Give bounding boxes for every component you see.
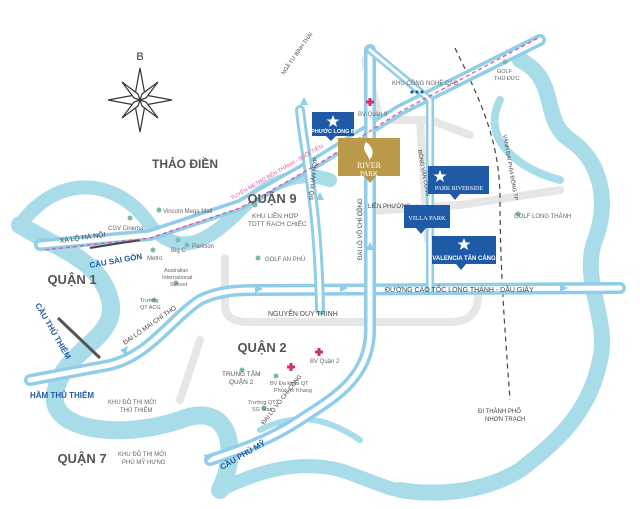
label-vanh-dai: VÀNH ĐAI PHÍA ĐÔNG TP xyxy=(501,134,520,201)
dot-bigc xyxy=(175,237,181,243)
marker-valencia[interactable]: VALENCIA TÂN CẢNG xyxy=(432,236,496,270)
label-nguyen-duy-trinh: NGUYỄN DUY TRINH xyxy=(268,309,338,318)
main-roads xyxy=(24,34,626,466)
label-metro: Metro xyxy=(147,256,163,262)
star-icon xyxy=(433,170,447,182)
label-lien-phuong: LIÊN PHƯỜNG xyxy=(368,202,411,210)
district-thao-dien: THẢO ĐIỀN xyxy=(152,156,218,171)
river-park-label-1: RIVER xyxy=(357,161,382,170)
river-network xyxy=(11,52,611,501)
road-vo-chi-cong xyxy=(204,44,376,466)
label-bv-quan9: BV Quận 9 xyxy=(358,112,388,118)
label-nga-tu-binh-thai: NGÃ TƯ BÌNH THÁI xyxy=(280,31,315,76)
river-saigon xyxy=(11,216,239,499)
district-quan2: QUẬN 2 xyxy=(237,340,286,355)
hospital-icons xyxy=(287,98,374,371)
road-lien-phuong xyxy=(356,186,564,216)
district-quan7: QUẬN 7 xyxy=(57,451,106,466)
label-khu-cnc: KHU CÔNG NGHỆ CAO xyxy=(392,79,458,87)
river-park-leaf-icon xyxy=(364,142,373,160)
district-quan1: QUẬN 1 xyxy=(47,272,96,287)
label-do-xuan-hop: ĐỖ XUÂN HỢP xyxy=(308,157,319,200)
place-labels: CGV Cinema Vincom Mega Mall Metro Big C … xyxy=(108,69,571,466)
marker-villa-park[interactable]: VILLA PARK xyxy=(404,205,450,234)
river-south xyxy=(213,459,407,497)
label-golf-long-thanh: GOLF LONG THÀNH xyxy=(514,213,571,220)
label-cau-sai-gon: CẦU SÀI GÒN xyxy=(89,251,143,270)
star-icon xyxy=(457,238,471,250)
dot-cgv xyxy=(127,215,133,221)
label-cgv: CGV Cinema xyxy=(108,226,144,232)
road-nguyen-duy-trinh xyxy=(221,254,482,326)
compass: B xyxy=(107,51,173,133)
label-bv-quan2: BV Quận 2 xyxy=(310,359,340,365)
place-dots xyxy=(127,59,521,411)
dot-parkson xyxy=(184,242,190,248)
hospital-icon-q9 xyxy=(366,98,374,106)
dot-golf-long-thanh xyxy=(515,211,521,217)
river-q9-inner xyxy=(490,96,564,184)
dot-metro xyxy=(150,247,156,253)
river-dong-nai xyxy=(392,52,611,501)
cau-sai-gon-line xyxy=(89,239,141,249)
label-vincom: Vincom Mega Mall xyxy=(163,209,212,215)
marker-river-park[interactable]: RIVER PARK xyxy=(338,138,400,183)
hospital-icon-pak xyxy=(287,363,295,371)
dot-vincom xyxy=(156,207,162,213)
label-bigc: Big C xyxy=(171,248,186,254)
label-golf-an-phu: GOLF AN PHÚ xyxy=(265,256,305,263)
label-dai-lo-vo-chi-cong: ĐẠI LỘ VÕ CHÍ CÔNG xyxy=(357,198,364,260)
dot-lien-hop xyxy=(252,202,258,208)
park-riverside-label: PARK RIVERSIDE xyxy=(435,186,484,192)
district-labels: THẢO ĐIỀN QUẬN 9 QUẬN 1 QUẬN 2 QUẬN 7 xyxy=(47,156,296,466)
district-quan9: QUẬN 9 xyxy=(247,191,296,206)
dot-ais xyxy=(173,280,179,286)
dot-phuc-an-khang xyxy=(273,373,279,379)
label-parkson: Parkson xyxy=(192,244,214,250)
cau-thu-thiem-line xyxy=(56,316,102,360)
label-cau-thu-thiem: CẦU THỦ THIÊM xyxy=(33,301,73,361)
valencia-label: VALENCIA TÂN CẢNG xyxy=(432,255,496,262)
marker-park-riverside[interactable]: PARK RIVERSIDE xyxy=(428,166,489,200)
label-cao-toc: ĐƯỜNG CAO TỐC LONG THÀNH - DẦU GIÂY xyxy=(385,284,534,294)
road-q2-inner xyxy=(176,336,204,404)
dot-qt-acg xyxy=(151,297,157,303)
dot-golf-thu-duc xyxy=(502,59,508,65)
river-q2-inner xyxy=(257,416,363,443)
dot-golf-an-phu xyxy=(255,255,261,261)
marker-phuoc-long-b[interactable]: PHƯỚC LONG B xyxy=(311,112,355,141)
star-icon xyxy=(326,115,340,127)
compass-north-label: B xyxy=(136,51,143,63)
metro-line xyxy=(44,37,539,251)
phuoc-long-label: PHƯỚC LONG B xyxy=(311,127,355,135)
dot-trung-tam-q2 xyxy=(239,367,245,373)
road-khu-cnc-2 xyxy=(376,116,474,139)
road-vanh-dai xyxy=(454,47,511,401)
label-ham-thu-thiem: HẦM THỦ THIÊM xyxy=(30,390,94,400)
khu-cnc-dots-icon xyxy=(410,90,424,94)
dot-sg-star xyxy=(261,405,267,411)
river-park-label-2: PARK xyxy=(360,170,378,178)
compass-rose-icon xyxy=(107,67,173,133)
villa-park-label: VILLA PARK xyxy=(408,215,446,222)
hospital-icon-q2 xyxy=(315,348,323,356)
road-arrows xyxy=(120,97,568,462)
